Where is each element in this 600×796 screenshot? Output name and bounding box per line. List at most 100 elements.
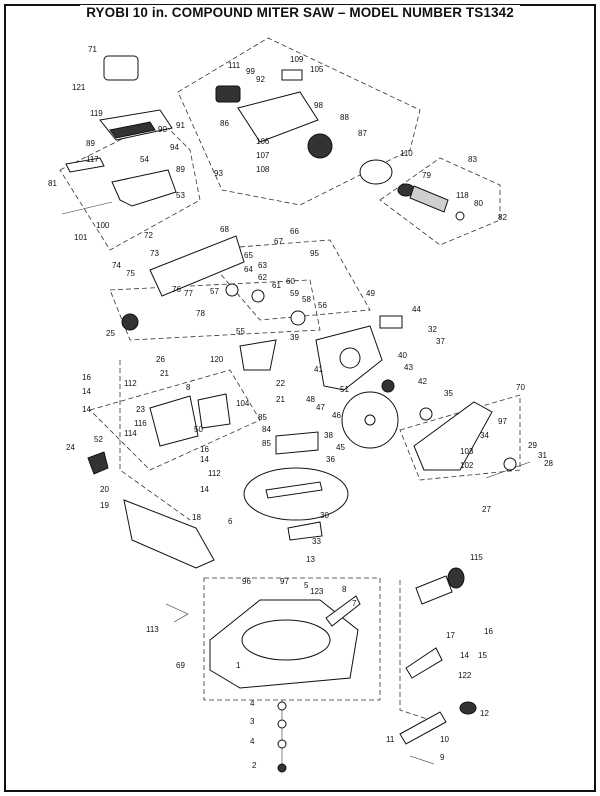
gear-case-assembly [121, 235, 306, 371]
part-number-label: 85 [262, 439, 271, 448]
arm-gear-case [149, 235, 245, 297]
bevel-lock-knob [87, 451, 109, 475]
part-number-label: 95 [310, 249, 319, 258]
part-number-label: 57 [210, 287, 219, 296]
part-number-label: 113 [146, 625, 159, 634]
part-number-label: 34 [480, 431, 489, 440]
part-number-label: 25 [106, 329, 115, 338]
part-number-label: 91 [176, 121, 185, 130]
clamp-knob [447, 567, 465, 589]
turntable-assembly [243, 431, 349, 541]
armature [409, 185, 449, 213]
part-number-label: 72 [144, 231, 153, 240]
foot-bolt [277, 763, 287, 773]
part-number-label: 14 [82, 387, 91, 396]
part-number-label: 39 [290, 333, 299, 342]
part-number-label: 108 [256, 165, 270, 174]
part-number-label: 46 [332, 411, 341, 420]
part-number-label: 67 [274, 237, 283, 246]
fence-bolt [409, 755, 435, 765]
part-number-label: 56 [318, 301, 327, 310]
part-number-label: 17 [446, 631, 455, 640]
part-number-label: 77 [184, 289, 193, 298]
part-number-label: 43 [404, 363, 413, 372]
part-number-label: 35 [444, 389, 453, 398]
part-number-label: 10 [440, 735, 449, 744]
part-number-label: 94 [170, 143, 179, 152]
dust-plate [239, 339, 277, 371]
part-number-label: 66 [290, 227, 299, 236]
part-number-label: 30 [320, 511, 329, 520]
motor-housing [237, 91, 319, 143]
part-number-label: 71 [88, 45, 97, 54]
part-number-label: 40 [398, 351, 407, 360]
guard-label [379, 315, 403, 329]
base-group-outline [203, 577, 381, 701]
part-number-label: 38 [324, 431, 333, 440]
part-number-label: 21 [276, 395, 285, 404]
part-number-label: 12 [480, 709, 489, 718]
fence-bracket-lower [399, 711, 447, 745]
part-number-label: 119 [90, 109, 103, 118]
part-number-label: 70 [516, 383, 525, 392]
part-number-label: 92 [256, 75, 265, 84]
part-number-label: 110 [400, 149, 413, 158]
part-number-label: 68 [220, 225, 229, 234]
part-number-label: 78 [196, 309, 205, 318]
part-number-label: 89 [86, 139, 95, 148]
bevel-pivot-assembly [87, 393, 231, 475]
blade-collar [381, 379, 395, 393]
part-number-label: 11 [386, 735, 395, 744]
part-number-label: 58 [302, 295, 311, 304]
part-number-label: 3 [250, 717, 255, 726]
power-cord [61, 201, 113, 215]
part-number-label: 1 [236, 661, 241, 670]
miter-arm [287, 521, 323, 541]
bevel-scale [197, 393, 231, 429]
part-number-label: 106 [256, 137, 270, 146]
part-number-label: 73 [150, 249, 159, 258]
handle-cap [103, 55, 139, 81]
guard-hub [339, 347, 361, 369]
part-number-label: 13 [306, 555, 315, 564]
part-number-label: 14 [460, 651, 469, 660]
part-number-label: 14 [200, 485, 209, 494]
part-number-label: 60 [286, 277, 295, 286]
part-number-label: 114 [124, 429, 137, 438]
motor-housing-assembly [215, 69, 393, 185]
part-number-label: 104 [236, 399, 250, 408]
upper-guard-assembly [315, 315, 403, 393]
part-number-label: 88 [340, 113, 349, 122]
warning-label [281, 69, 303, 81]
part-number-label: 101 [74, 233, 88, 242]
title-bar: RYOBI 10 in. COMPOUND MITER SAW – MODEL … [0, 0, 600, 24]
gear [251, 289, 265, 303]
part-number-label: 36 [326, 455, 335, 464]
part-number-label: 62 [258, 273, 267, 282]
motor-housing-group-outline [177, 37, 421, 206]
part-number-label: 99 [246, 67, 255, 76]
base-assembly [209, 595, 361, 689]
lower-guard-assembly [413, 401, 531, 479]
part-number-label: 117 [86, 155, 99, 164]
part-number-label: 75 [126, 269, 135, 278]
part-number-label: 15 [478, 651, 487, 660]
work-clamp [415, 575, 453, 605]
part-number-label: 37 [436, 337, 445, 346]
spindle-bearing [290, 310, 306, 326]
part-number-label: 123 [310, 587, 324, 596]
armature-assembly [397, 183, 465, 221]
part-number-label: 93 [214, 169, 223, 178]
part-number-label: 82 [498, 213, 507, 222]
part-number-label: 41 [314, 365, 323, 374]
switch-trigger [109, 121, 156, 139]
part-number-label: 105 [310, 65, 324, 74]
part-number-label: 16 [200, 445, 209, 454]
part-number-label: 102 [460, 461, 474, 470]
foot-hardware-stack [277, 700, 287, 773]
part-number-label: 44 [412, 305, 421, 314]
gear-25 [121, 313, 139, 331]
part-number-label: 69 [176, 661, 185, 670]
part-number-label: 33 [312, 537, 321, 546]
